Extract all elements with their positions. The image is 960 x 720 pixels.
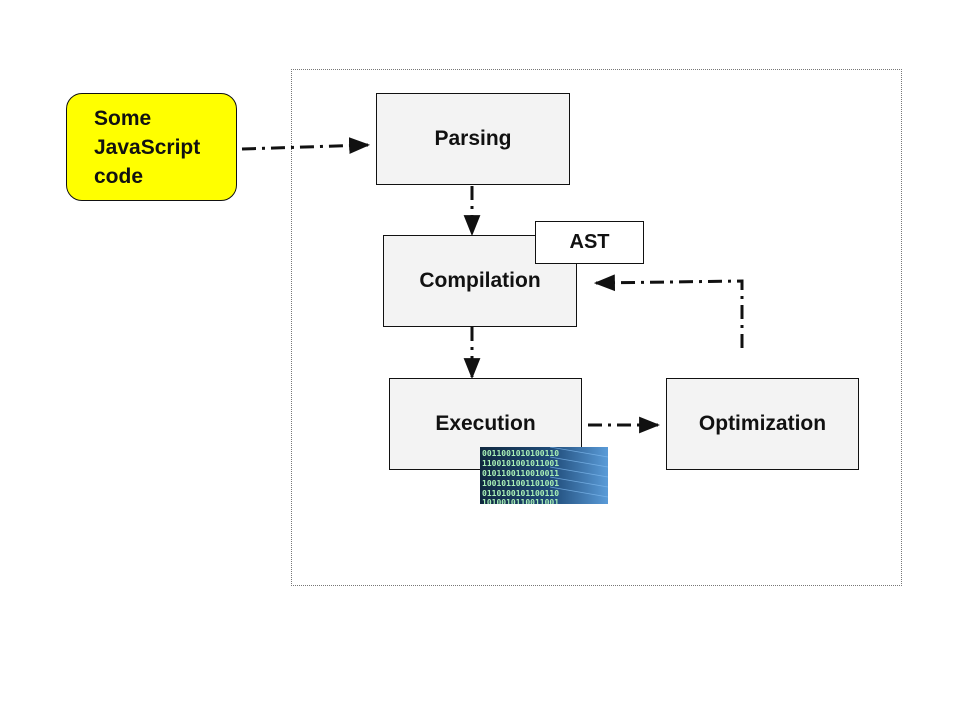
svg-text:0011001010100110: 0011001010100110 <box>482 449 559 458</box>
source-line-2: JavaScript <box>94 136 201 159</box>
arrow-source-to-parsing <box>241 137 371 154</box>
optimization-node: Optimization <box>666 378 859 470</box>
execution-label: Execution <box>435 412 536 435</box>
source-code-node: Some JavaScript code <box>66 93 237 201</box>
engine-frame <box>291 69 902 586</box>
svg-text:0101100110010011: 0101100110010011 <box>482 469 559 478</box>
svg-text:1001011001101001: 1001011001101001 <box>482 479 559 488</box>
svg-text:0110100101100110: 0110100101100110 <box>482 489 559 498</box>
source-line-1: Some <box>94 107 152 130</box>
compilation-label: Compilation <box>419 269 541 292</box>
parsing-node: Parsing <box>376 93 570 185</box>
parsing-label: Parsing <box>434 127 512 150</box>
optimization-label: Optimization <box>698 412 827 435</box>
ast-tag: AST <box>535 221 644 264</box>
svg-text:1100101001011001: 1100101001011001 <box>482 459 559 468</box>
svg-text:1010010110011001: 1010010110011001 <box>482 498 559 504</box>
source-line-3: code <box>94 165 144 188</box>
arrow-optimization-to-compilation <box>593 274 744 348</box>
ast-label: AST <box>569 231 610 253</box>
binary-code-image: 0011001010100110 1100101001011001 010110… <box>480 447 608 504</box>
